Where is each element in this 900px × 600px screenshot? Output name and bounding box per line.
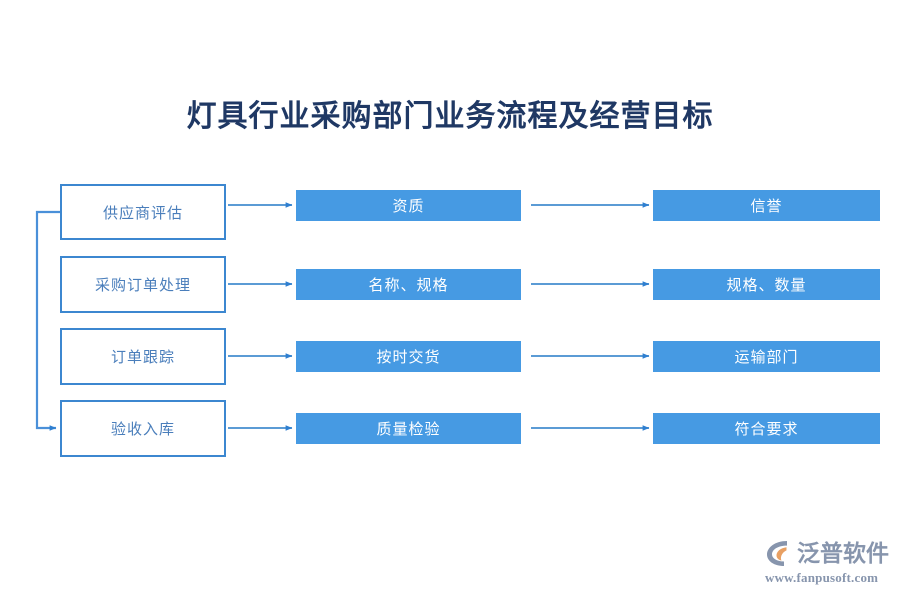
stage-box-2[interactable]: 采购订单处理: [60, 256, 226, 313]
logo-url: www.fanpusoft.com: [765, 570, 879, 585]
logo-wordmark: 泛普软件: [797, 540, 889, 566]
right-bar-2[interactable]: 规格、数量: [653, 269, 880, 300]
middle-bar-2[interactable]: 名称、规格: [296, 269, 521, 300]
logo-row: 泛普软件: [765, 537, 893, 569]
watermark-logo: 泛普软件 www.fanpusoft.com: [765, 537, 893, 589]
chart-title: 灯具行业采购部门业务流程及经营目标: [186, 100, 714, 133]
right-bar-1[interactable]: 信誉: [653, 190, 880, 221]
stage-box-3[interactable]: 订单跟踪: [60, 328, 226, 385]
right-bar-3[interactable]: 运输部门: [653, 341, 880, 372]
middle-bar-3[interactable]: 按时交货: [296, 341, 521, 372]
feedback-bracket: [35, 210, 60, 431]
middle-bar-4[interactable]: 质量检验: [296, 413, 521, 444]
stage-box-1[interactable]: 供应商评估: [60, 184, 226, 240]
right-bar-4[interactable]: 符合要求: [653, 413, 880, 444]
fanpu-swoosh-icon: [767, 541, 787, 566]
middle-bar-1[interactable]: 资质: [296, 190, 521, 221]
stage-box-4[interactable]: 验收入库: [60, 400, 226, 457]
